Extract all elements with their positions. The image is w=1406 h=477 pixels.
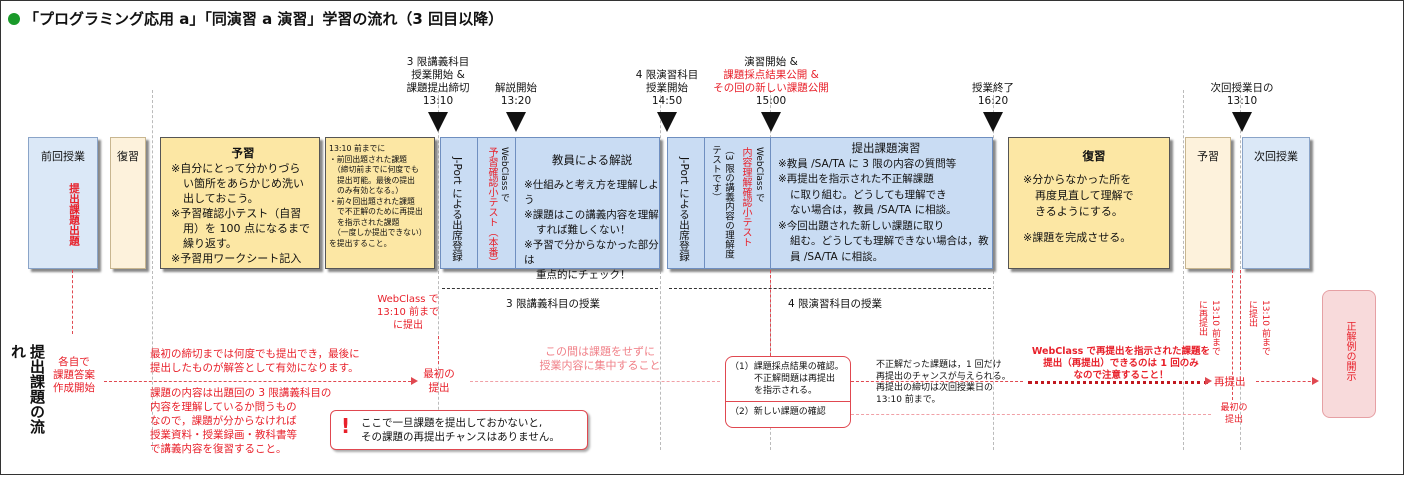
first-submit: 最初の提出 [423,368,455,394]
deadline-note: 最初の締切までは何度でも提出でき，最後に提出したものが解答として有効になります。 [150,348,360,374]
guide-line [438,90,439,450]
flow-line [1028,381,1208,384]
attendance-2: J-Port による出席登録 [667,137,705,269]
next-prep-box: 予習 [1185,137,1231,269]
exercise-detail: 提出課題演習 ※教員 /SA/TA に 3 限の内容の質問等※再提出を指示された… [778,141,989,263]
flow-line [470,381,720,382]
page-title: 「プログラミング応用 a」「同演習 a 演習」学習の流れ（3 回目以降） [8,8,503,29]
webclass-quiz-2: WebClass で 内容理解確認小テスト （3 限の講義内容の理解度テストです… [705,137,771,269]
flow-line [851,381,1023,382]
arrow-icon [1312,377,1319,385]
answer-reveal-box: 正解例の開示 [1322,290,1376,418]
guide-line [1183,90,1184,450]
prev-class-box: 前回授業 提出課題出題 [28,137,98,269]
exercise-range-label: 4 限演習科目の授業 [787,298,883,310]
timeline-marker-icon [657,112,677,132]
exercise-range-line [669,288,991,289]
resubmit-label: 再提出 [1214,376,1246,388]
guide-line [660,90,661,450]
flow-side-label: 提出課題の流れ [9,344,46,434]
exercise-box [667,137,993,269]
next-class-box: 次回授業 [1242,137,1310,269]
flow-line [1232,270,1233,400]
lecture-range-line [442,288,658,289]
lecture-box [440,137,660,269]
flow-line [438,336,439,364]
self-answer-label: 各自で課題答案作成開始 [53,356,95,394]
check-box: （1）課題採点結果の確認。不正解問題は再提出を指示される。 （2）新しい課題の確… [725,356,851,428]
timeline-marker-icon [1232,112,1252,132]
review-box: 復習 ※分からなかった所を再度見直して理解できるようにする。※課題を完成させる。 [1008,137,1170,269]
submit-deadline-note: 13:10 前までに提出 [1247,300,1270,356]
prep-box: 予習 ※自分にとって分かりづらい箇所をあらかじめ洗い出しておこう。 ※予習確認小… [160,137,320,269]
arrow-icon [1205,377,1212,385]
warning-box: ! ここで一旦課題を提出しておかないと,その課題の再提出チャンスはありません。 [330,410,588,450]
arrow-icon [411,377,418,385]
resubmit-deadline-note: 13:10 前までに再提出 [1197,300,1220,356]
flow-line [851,414,1211,415]
review-note: 課題の内容は出題回の 3 限講義科目の内容を理解しているか問うものなので，課題が… [150,387,332,455]
flow-line [72,270,73,334]
first-submit-2: 最初の提出 [1220,403,1248,425]
resubmit-warning: WebClass で再提出を指示された課題を提出（再提出）できるのは 1 回のみ… [1031,346,1211,381]
lecture-range-label: 3 限講義科目の授業 [505,298,601,310]
flow-line [1240,270,1241,370]
before-deadline-box: 13:10 前までに ・前回出題された課題（締切前までに何度でも提出可能。最後の… [325,137,435,269]
timeline-marker-icon [506,112,526,132]
guide-line [993,90,994,450]
exclamation-icon: ! [341,414,351,438]
timeline-marker-icon [983,112,1003,132]
resubmit-note: 不正解だった課題は，1 回だけ再提出のチャンスが与えられる。再提出の締切は次回授… [876,360,1011,405]
flow-line [1256,381,1316,382]
green-dot-icon [8,12,20,25]
attendance-1: J-Port による出席登録 [440,137,478,269]
lecture-explain: 教員による解説 ※仕組みと考え方を理解しよう※課題はこの講義内容を理解すれば難し… [524,153,659,281]
flow-line [770,270,771,356]
timeline-marker-icon [761,112,781,132]
timeline-marker-icon [428,112,448,132]
guide-line [152,90,153,450]
prev-review-box: 復習 [110,137,146,269]
webclass-quiz-1: WebClass で 予習確認小テスト（本番） [478,137,516,269]
flow-line [104,381,416,382]
no-assignment-note: この間は課題をせずに授業内容に集中すること [539,345,661,372]
